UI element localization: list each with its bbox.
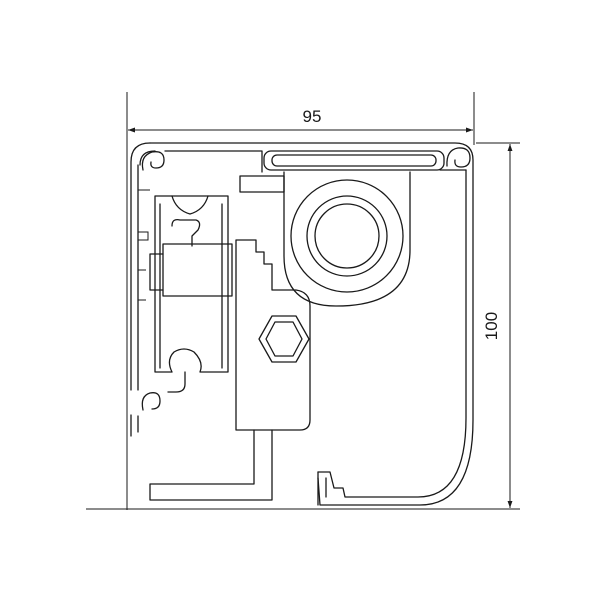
bottom-l-bracket [149, 429, 273, 501]
clip-block [149, 243, 233, 297]
outer-housing [130, 142, 474, 506]
gear-plate [235, 239, 311, 431]
bottom-left-curl [141, 392, 161, 411]
clip-body [162, 243, 233, 297]
carrier-t-hook [171, 218, 201, 247]
left-carrier-profile [141, 195, 229, 411]
roller-assembly [239, 171, 411, 307]
roller-inner [314, 203, 380, 269]
housing-outer-contour [149, 142, 474, 506]
clip-side [149, 253, 164, 291]
roller-outer [290, 179, 404, 293]
top-left-curl [141, 151, 165, 171]
width-dimension-label: 95 [303, 107, 322, 126]
hex-nut [258, 315, 310, 363]
top-right-curl [439, 147, 471, 171]
bottom-right-tip [317, 471, 327, 506]
carrier-bottom-hook [167, 371, 186, 393]
width-dimension: 95 [126, 92, 475, 510]
carrier-outline [154, 195, 229, 373]
hex-nut-inner [265, 321, 303, 357]
top-seal-strip [263, 150, 445, 171]
carrier-inner-wall [159, 203, 223, 369]
housing-top-inner [139, 150, 263, 173]
left-wall-ribs [138, 189, 150, 301]
height-dimension: 100 [86, 142, 520, 510]
roller-bracket [283, 171, 411, 307]
housing-inner-contour [317, 169, 467, 498]
roller-bracket-tab [239, 175, 285, 193]
roller-mid [306, 195, 388, 277]
carrier-upper-bead [171, 195, 209, 215]
height-dimension-label: 100 [482, 312, 501, 340]
gear-plate-outline [235, 239, 311, 431]
housing-left-wall [130, 142, 151, 437]
